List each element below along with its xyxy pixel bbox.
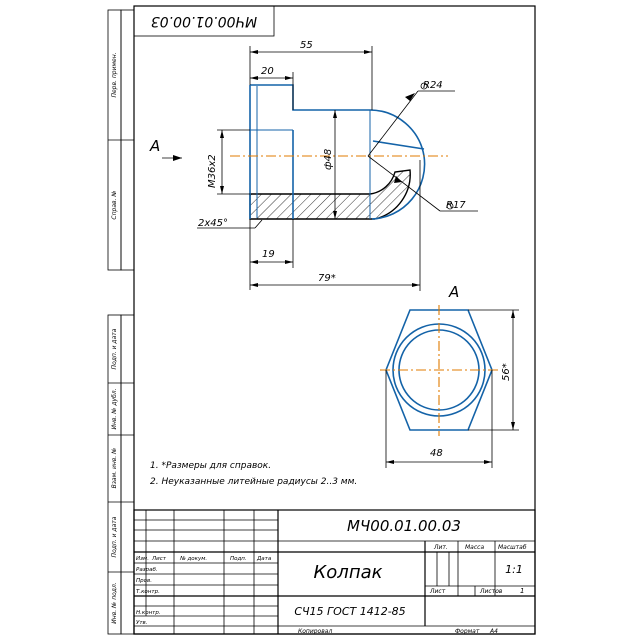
tb-kopiroval: Копировал (298, 628, 332, 635)
dim-56: 56* (501, 363, 512, 381)
tb-designation: МЧ00.01.00.03 (347, 517, 461, 535)
side-podp-data-1: Подп. и дата (111, 328, 118, 369)
title-block: МЧ00.01.00.03 Колпак СЧ15 ГОСТ 1412-85 И… (133, 509, 536, 635)
dim-55: 55 (300, 40, 313, 51)
section-hatch (249, 169, 411, 220)
tb-col-podp: Подп. (230, 556, 247, 562)
tb-col-list: Лист (151, 556, 167, 562)
tb-format-label: Формат (455, 628, 480, 635)
main-view: А 55 20 R24 R17 ф48 М36х2 (149, 40, 478, 291)
tb-scale-value: 1:1 (505, 563, 523, 576)
dim-20: 20 (261, 66, 274, 77)
tb-role-razrab: Разраб. (136, 567, 158, 573)
tb-name: Колпак (314, 562, 383, 583)
tb-sheets-label: Листов (479, 588, 503, 595)
dim-19: 19 (262, 249, 275, 260)
dim-r24: R24 (423, 80, 443, 91)
tb-col-izm: Изм. (136, 556, 149, 562)
top-code-label: МЧ00.01.00.03 (151, 13, 257, 29)
side-perv-primen: Перв. примен. (111, 52, 118, 97)
tb-col-doc: № докум. (179, 556, 207, 562)
tb-sheets-value: 1 (520, 587, 524, 595)
view-label-right: А (448, 283, 459, 301)
dim-48: 48 (430, 448, 443, 459)
side-podp-data-2: Подп. и дата (111, 516, 118, 557)
tb-role-prov: Пров. (136, 578, 152, 584)
side-inv-dubl: Инв. № дубл. (111, 388, 118, 429)
view-label-left: А (149, 137, 160, 155)
tb-lit-label: Лит. (433, 544, 448, 551)
note-1: 1. *Размеры для справок. (150, 461, 271, 471)
tb-material: СЧ15 ГОСТ 1412-85 (294, 605, 405, 618)
dim-phi48: ф48 (323, 149, 334, 170)
side-inv-podl: Инв. № подл. (111, 582, 118, 623)
dim-chamfer: 2х45° (198, 218, 228, 229)
tb-role-utv: Утв. (136, 620, 148, 626)
tb-format-value: А4 (489, 628, 498, 635)
tb-col-data: Дата (256, 556, 272, 562)
tb-masshtab-label: Масштаб (498, 544, 527, 551)
tb-role-tkontr: Т.контр. (136, 589, 160, 595)
side-vzam-inv: Взам. инв. № (111, 448, 118, 489)
dim-m36: М36х2 (207, 154, 218, 188)
tb-role-nkontr: Н.контр. (136, 610, 161, 616)
side-strip: Перв. примен. Справ. № Подп. и дата Инв.… (107, 9, 135, 635)
side-sprav-no: Справ. № (111, 190, 118, 219)
dim-79: 79* (318, 273, 336, 284)
tb-sheet-label: Лист (429, 588, 446, 595)
outer-frame (133, 5, 536, 635)
dim-r17: R17 (446, 200, 466, 211)
note-2: 2. Неуказанные литейные радиусы 2..3 мм. (150, 477, 357, 487)
tb-massa-label: Масса (465, 544, 484, 551)
view-a: А 56* 48 (380, 283, 519, 468)
